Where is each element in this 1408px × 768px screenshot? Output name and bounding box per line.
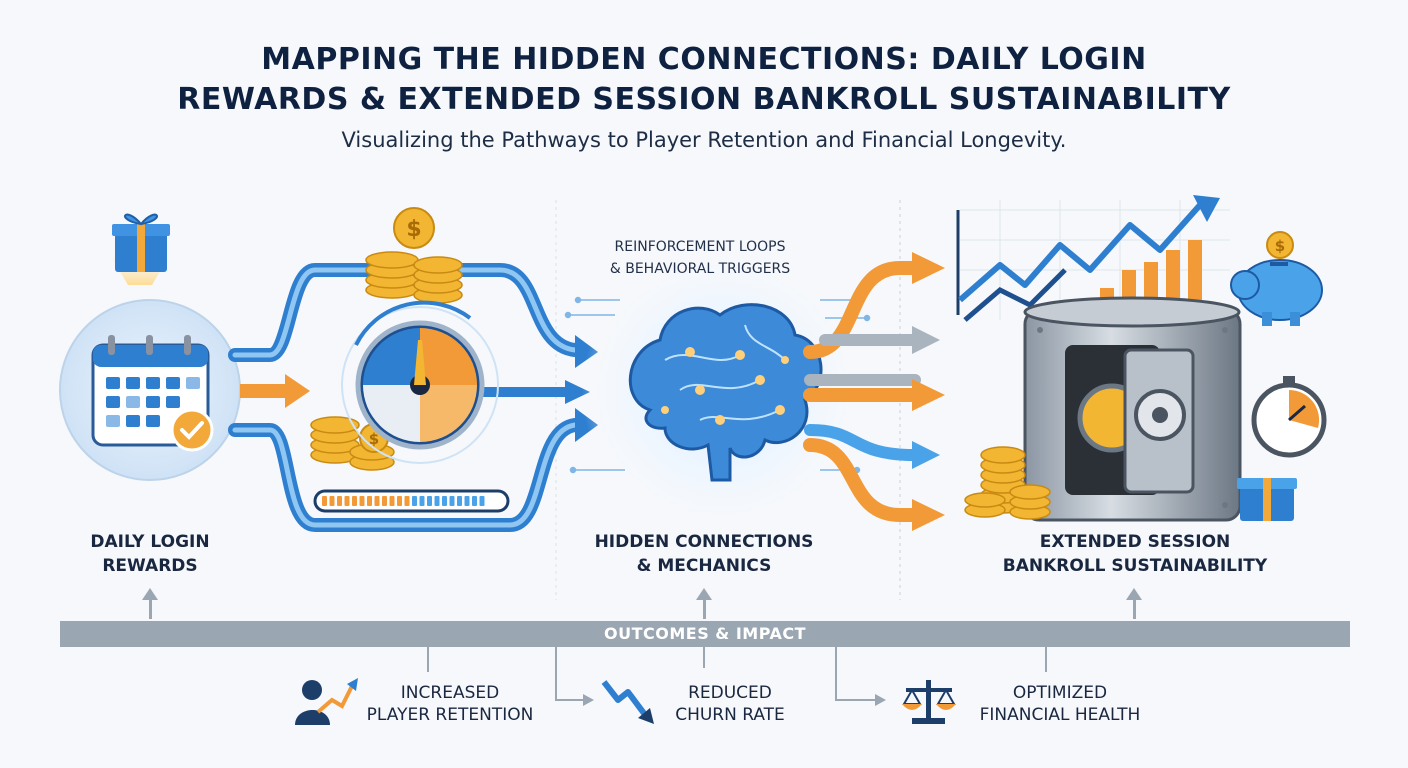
progress-segment [337,496,342,506]
progress-segment [434,496,440,506]
orange-arrow [240,374,310,408]
outcome-line: PLAYER RETENTION [366,705,534,725]
svg-text:$: $ [406,217,421,242]
balance-scale-icon [902,680,956,724]
coin-stack-icon: $ [310,416,395,471]
progress-segment [404,496,410,506]
arrow-head [912,499,945,531]
svg-text:$: $ [369,430,379,448]
stage-label-line: & BEHAVIORAL TRIGGERS [609,261,791,277]
coin-stack-icon: $ [365,207,463,304]
stage-label-line: EXTENDED SESSION [1039,532,1231,552]
arrow-head [875,694,886,706]
outcome-line: INCREASED [400,683,500,703]
outcome-line: CHURN RATE [675,705,785,725]
calendar-icon [59,299,241,481]
outcome-line: FINANCIAL HEALTH [979,705,1141,725]
progress-segment [344,496,350,506]
outcome-player-retention: INCREASED PLAYER RETENTION [350,682,550,726]
outcomes-bar-label: OUTCOMES & IMPACT [604,624,806,643]
progress-segment [397,496,402,506]
progress-segment [464,496,470,506]
vault-icon [1023,296,1242,522]
arrow-head [912,441,940,469]
gift-icon [1237,478,1297,521]
progress-segment [322,496,327,506]
brain-icon [564,250,871,530]
downtrend-arrow-icon [601,680,654,724]
progress-segment [329,496,335,506]
arrow-head [912,379,945,411]
progress-segment [412,496,417,506]
progress-segment [419,496,425,506]
arrow-head [912,326,940,354]
stage-label-reinforcement: REINFORCEMENT LOOPS & BEHAVIORAL TRIGGER… [570,236,830,280]
progress-segment [374,496,380,506]
outcome-financial-health: OPTIMIZED FINANCIAL HEALTH [960,682,1160,726]
title-line-2: REWARDS & EXTENDED SESSION BANKROLL SUST… [177,82,1231,117]
outcome-line: REDUCED [688,683,772,703]
title-line-1: MAPPING THE HIDDEN CONNECTIONS: DAILY LO… [261,42,1147,77]
gift-icon [110,213,170,285]
stage-label-line: REWARDS [102,556,198,576]
outcome-connectors [427,647,1047,701]
progress-segment [382,496,387,506]
outcome-line: OPTIMIZED [1012,683,1108,703]
progress-segment [367,496,372,506]
outcomes-bar [60,621,1350,647]
progress-segment [479,496,485,506]
arrow-head [583,694,594,706]
arrow-head [575,335,598,368]
piggy-bank-icon: $ [1230,231,1323,326]
progress-segment [442,496,447,506]
flow-arrows-right [803,261,922,522]
reward-wheel-icon [341,300,499,464]
progress-segment [427,496,432,506]
svg-text:$: $ [1275,237,1285,255]
progress-segment [472,496,477,506]
progress-segment [457,496,462,506]
arrow-head [912,252,945,284]
stage-label-extended-session: EXTENDED SESSION BANKROLL SUSTAINABILITY [970,530,1300,578]
outcome-churn-rate: REDUCED CHURN RATE [650,682,810,726]
progress-segment [359,496,365,506]
progress-segment [389,496,395,506]
page-title: MAPPING THE HIDDEN CONNECTIONS: DAILY LO… [0,40,1408,120]
up-arrow [142,588,1142,619]
stage-label-hidden-connections: HIDDEN CONNECTIONS & MECHANICS [574,530,834,578]
stage-label-line: HIDDEN CONNECTIONS [594,532,814,552]
arrow-head [565,380,590,404]
stage-label-line: DAILY LOGIN [90,532,210,552]
progress-bar [313,489,510,513]
stage-label-line: & MECHANICS [636,556,772,576]
coin-stack-icon [964,446,1051,520]
progress-segment [352,496,357,506]
stage-label-line: BANKROLL SUSTAINABILITY [1002,556,1268,576]
progress-segment [449,496,455,506]
stage-label-line: REINFORCEMENT LOOPS [614,239,786,255]
stopwatch-icon [1251,376,1327,458]
stage-label-daily-login: DAILY LOGIN REWARDS [60,530,240,578]
person-growth-icon [295,678,358,725]
page-subtitle: Visualizing the Pathways to Player Reten… [341,128,1067,152]
